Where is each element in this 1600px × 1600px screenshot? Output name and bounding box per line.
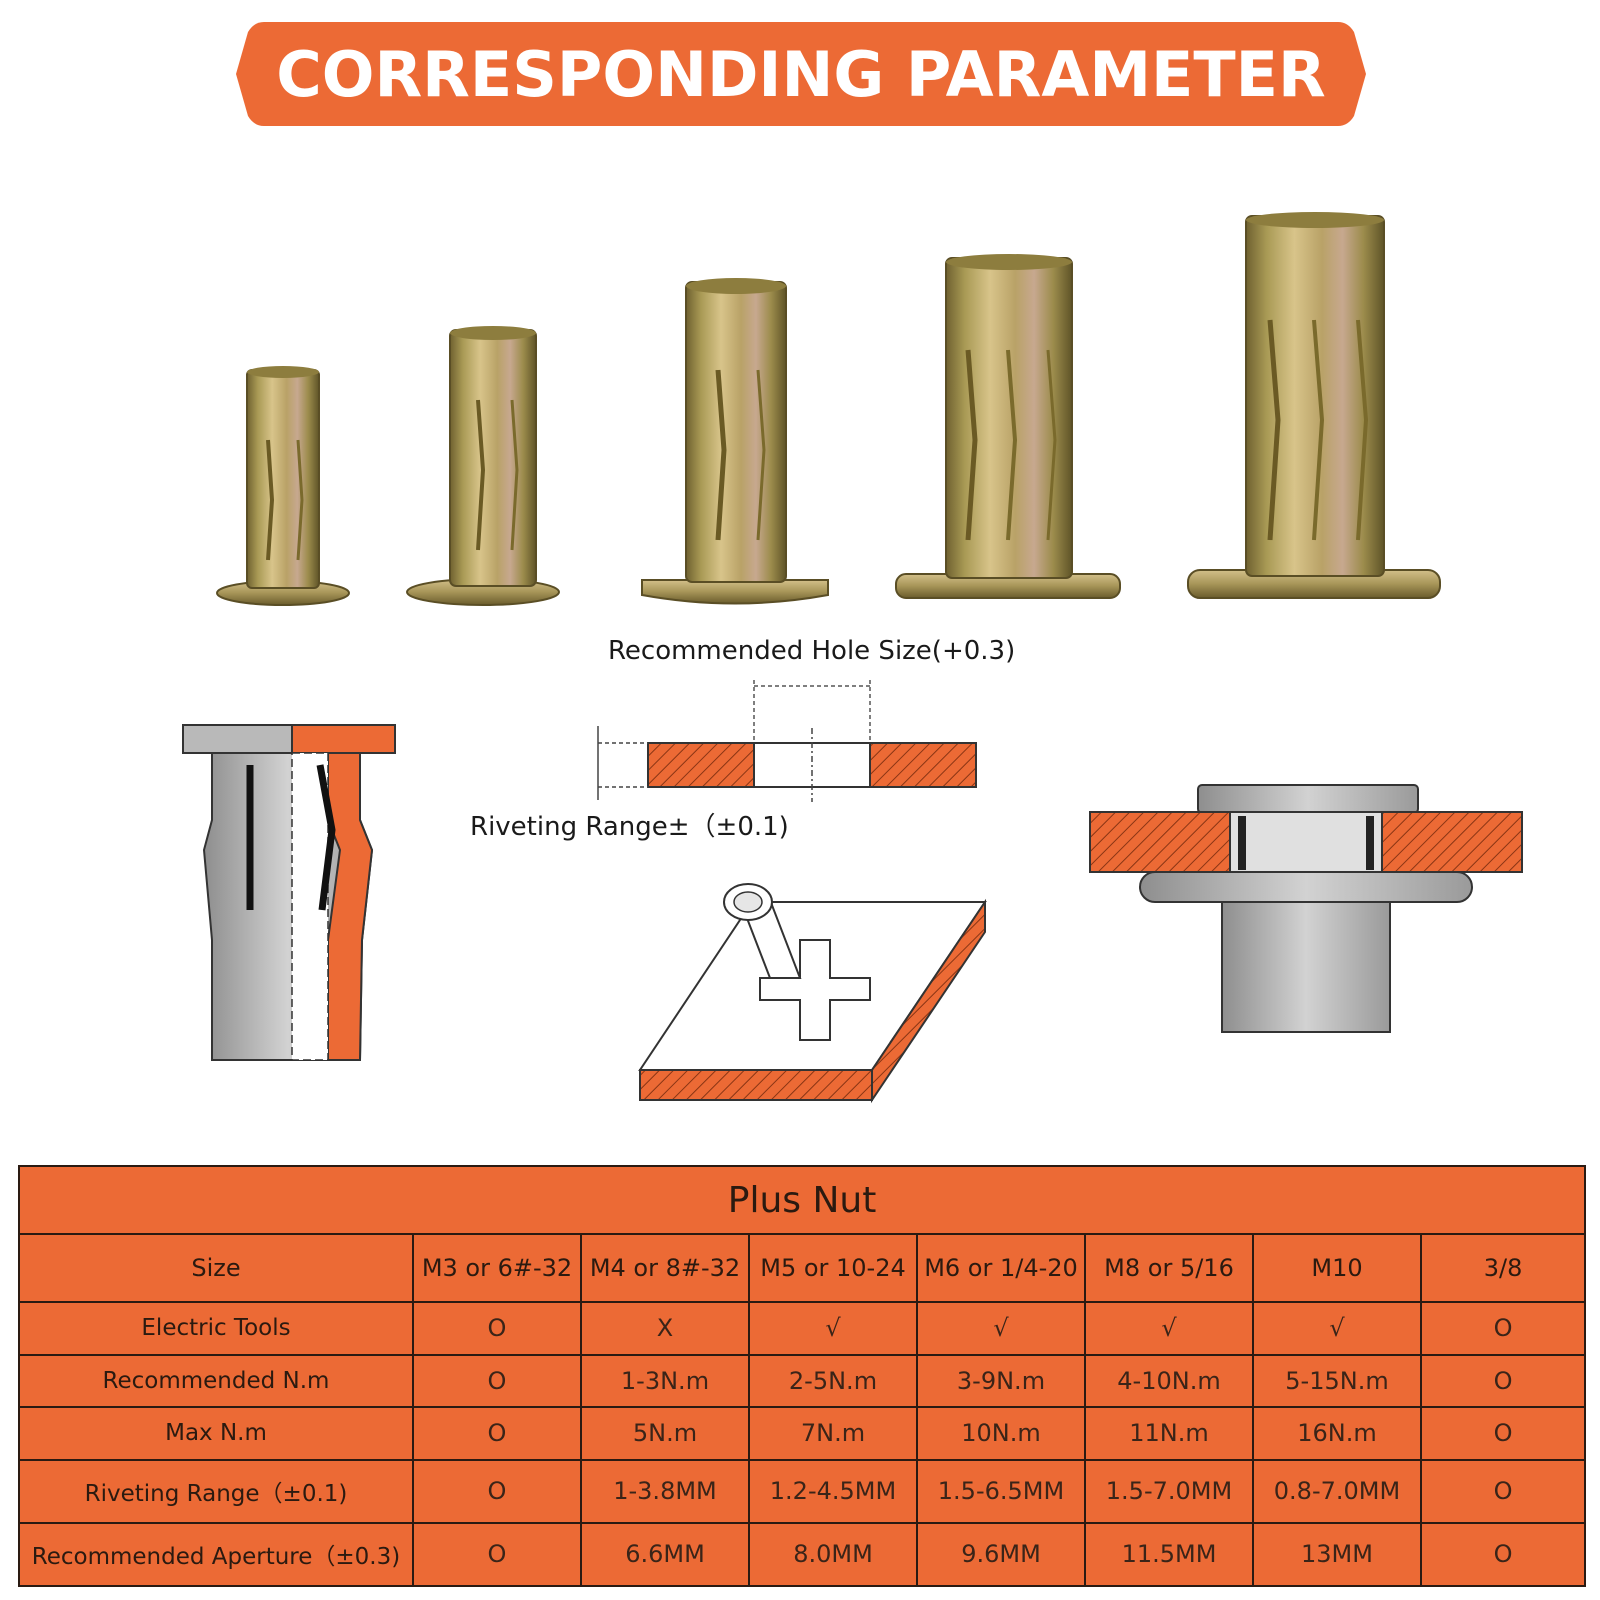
table-row: Riveting Range（±0.1) O 1-3.8MM 1.2-4.5MM… bbox=[18, 1458, 1587, 1524]
table-cell: O bbox=[1419, 1458, 1587, 1524]
row-label: Recommended N.m bbox=[18, 1353, 414, 1409]
hole-size-label: Recommended Hole Size(+0.3) bbox=[608, 636, 1016, 666]
table-cell: O bbox=[412, 1301, 582, 1356]
table-cell: 5-15N.m bbox=[1252, 1353, 1422, 1409]
table-cell: O bbox=[412, 1353, 582, 1409]
column-header: M6 or 1/4-20 bbox=[916, 1233, 1086, 1303]
row-label: Max N.m bbox=[18, 1406, 414, 1461]
table-cell: O bbox=[1419, 1521, 1587, 1588]
table-row: Recommended Aperture（±0.3) O 6.6MM 8.0MM… bbox=[18, 1521, 1587, 1588]
hole-size-section-drawing bbox=[597, 680, 977, 802]
row-label: Recommended Aperture（±0.3) bbox=[18, 1521, 414, 1588]
header-size-label: Size bbox=[18, 1233, 414, 1303]
table-cell: 9.6MM bbox=[916, 1521, 1086, 1588]
row-label: Electric Tools bbox=[18, 1301, 414, 1356]
table-cell: 1.2-4.5MM bbox=[748, 1458, 918, 1524]
table-title-row: Plus Nut bbox=[17, 1165, 1587, 1235]
column-header: M4 or 8#-32 bbox=[580, 1233, 750, 1303]
column-header: M8 or 5/16 bbox=[1084, 1233, 1254, 1303]
rivet-nut-m8 bbox=[1187, 212, 1441, 599]
column-header: M10 bbox=[1252, 1233, 1422, 1303]
table-cell: 7N.m bbox=[748, 1406, 918, 1461]
table-cell: 1-3.8MM bbox=[580, 1458, 750, 1524]
table-row: Max N.m O 5N.m 7N.m 10N.m 11N.m 16N.m O bbox=[18, 1406, 1587, 1461]
table-cell: 5N.m bbox=[580, 1406, 750, 1461]
banner-title: CORRESPONDING PARAMETER bbox=[276, 37, 1326, 111]
diagram-drawings bbox=[182, 680, 1523, 1104]
riveting-range-label: Riveting Range±（±0.1) bbox=[470, 812, 789, 842]
product-photos bbox=[0, 200, 1600, 620]
cutaway-rivet-nut-drawing bbox=[182, 724, 396, 1061]
table-cell: 4-10N.m bbox=[1084, 1353, 1254, 1409]
table-cell: 16N.m bbox=[1252, 1406, 1422, 1461]
table-cell: 10N.m bbox=[916, 1406, 1086, 1461]
table-cell: O bbox=[1419, 1301, 1587, 1356]
table-cell: 0.8-7.0MM bbox=[1252, 1458, 1422, 1524]
table-cell: O bbox=[1419, 1353, 1587, 1409]
rivet-nut-m5 bbox=[641, 278, 829, 605]
rivet-nut-set-image bbox=[216, 212, 1441, 606]
rivet-nut-m4 bbox=[406, 326, 560, 606]
title-banner: CORRESPONDING PARAMETER bbox=[236, 22, 1366, 126]
isometric-plate-drawing bbox=[638, 883, 987, 1104]
column-header: M5 or 10-24 bbox=[748, 1233, 918, 1303]
row-label: Riveting Range（±0.1) bbox=[18, 1458, 414, 1524]
table-cell: 8.0MM bbox=[748, 1521, 918, 1588]
table-cell: 1.5-7.0MM bbox=[1084, 1458, 1254, 1524]
installation-diagrams: Recommended Hole Size(+0.3) Riveting Ran… bbox=[0, 636, 1600, 1130]
table-cell: √ bbox=[748, 1301, 918, 1356]
table-cell: 3-9N.m bbox=[916, 1353, 1086, 1409]
table-cell: O bbox=[412, 1458, 582, 1524]
column-header: 3/8 bbox=[1419, 1233, 1587, 1303]
table-header-row: Size M3 or 6#-32 M4 or 8#-32 M5 or 10-24… bbox=[18, 1233, 1587, 1303]
installed-rivet-nut-drawing bbox=[1089, 784, 1523, 1033]
banner-shape bbox=[236, 22, 1366, 126]
table-cell: O bbox=[412, 1406, 582, 1461]
rivet-nut-m3 bbox=[216, 366, 350, 606]
column-header: M3 or 6#-32 bbox=[412, 1233, 582, 1303]
table-cell: 2-5N.m bbox=[748, 1353, 918, 1409]
table-cell: 1.5-6.5MM bbox=[916, 1458, 1086, 1524]
table-cell: 1-3N.m bbox=[580, 1353, 750, 1409]
rivet-nut-m6 bbox=[895, 254, 1121, 599]
table-cell: 11N.m bbox=[1084, 1406, 1254, 1461]
table-cell: √ bbox=[916, 1301, 1086, 1356]
table-cell: O bbox=[1419, 1406, 1587, 1461]
table-cell: 6.6MM bbox=[580, 1521, 750, 1588]
table-title: Plus Nut bbox=[17, 1165, 1587, 1235]
table-cell: O bbox=[412, 1521, 582, 1588]
table-cell: √ bbox=[1084, 1301, 1254, 1356]
table-cell: 13MM bbox=[1252, 1521, 1422, 1588]
table-row: Electric Tools O X √ √ √ √ O bbox=[18, 1301, 1587, 1356]
table-row: Recommended N.m O 1-3N.m 2-5N.m 3-9N.m 4… bbox=[18, 1353, 1587, 1409]
table-cell: √ bbox=[1252, 1301, 1422, 1356]
table-cell: X bbox=[580, 1301, 750, 1356]
table-cell: 11.5MM bbox=[1084, 1521, 1254, 1588]
plus-nut-parameter-table: Plus Nut Size M3 or 6#-32 M4 or 8#-32 M5… bbox=[17, 1165, 1587, 1588]
